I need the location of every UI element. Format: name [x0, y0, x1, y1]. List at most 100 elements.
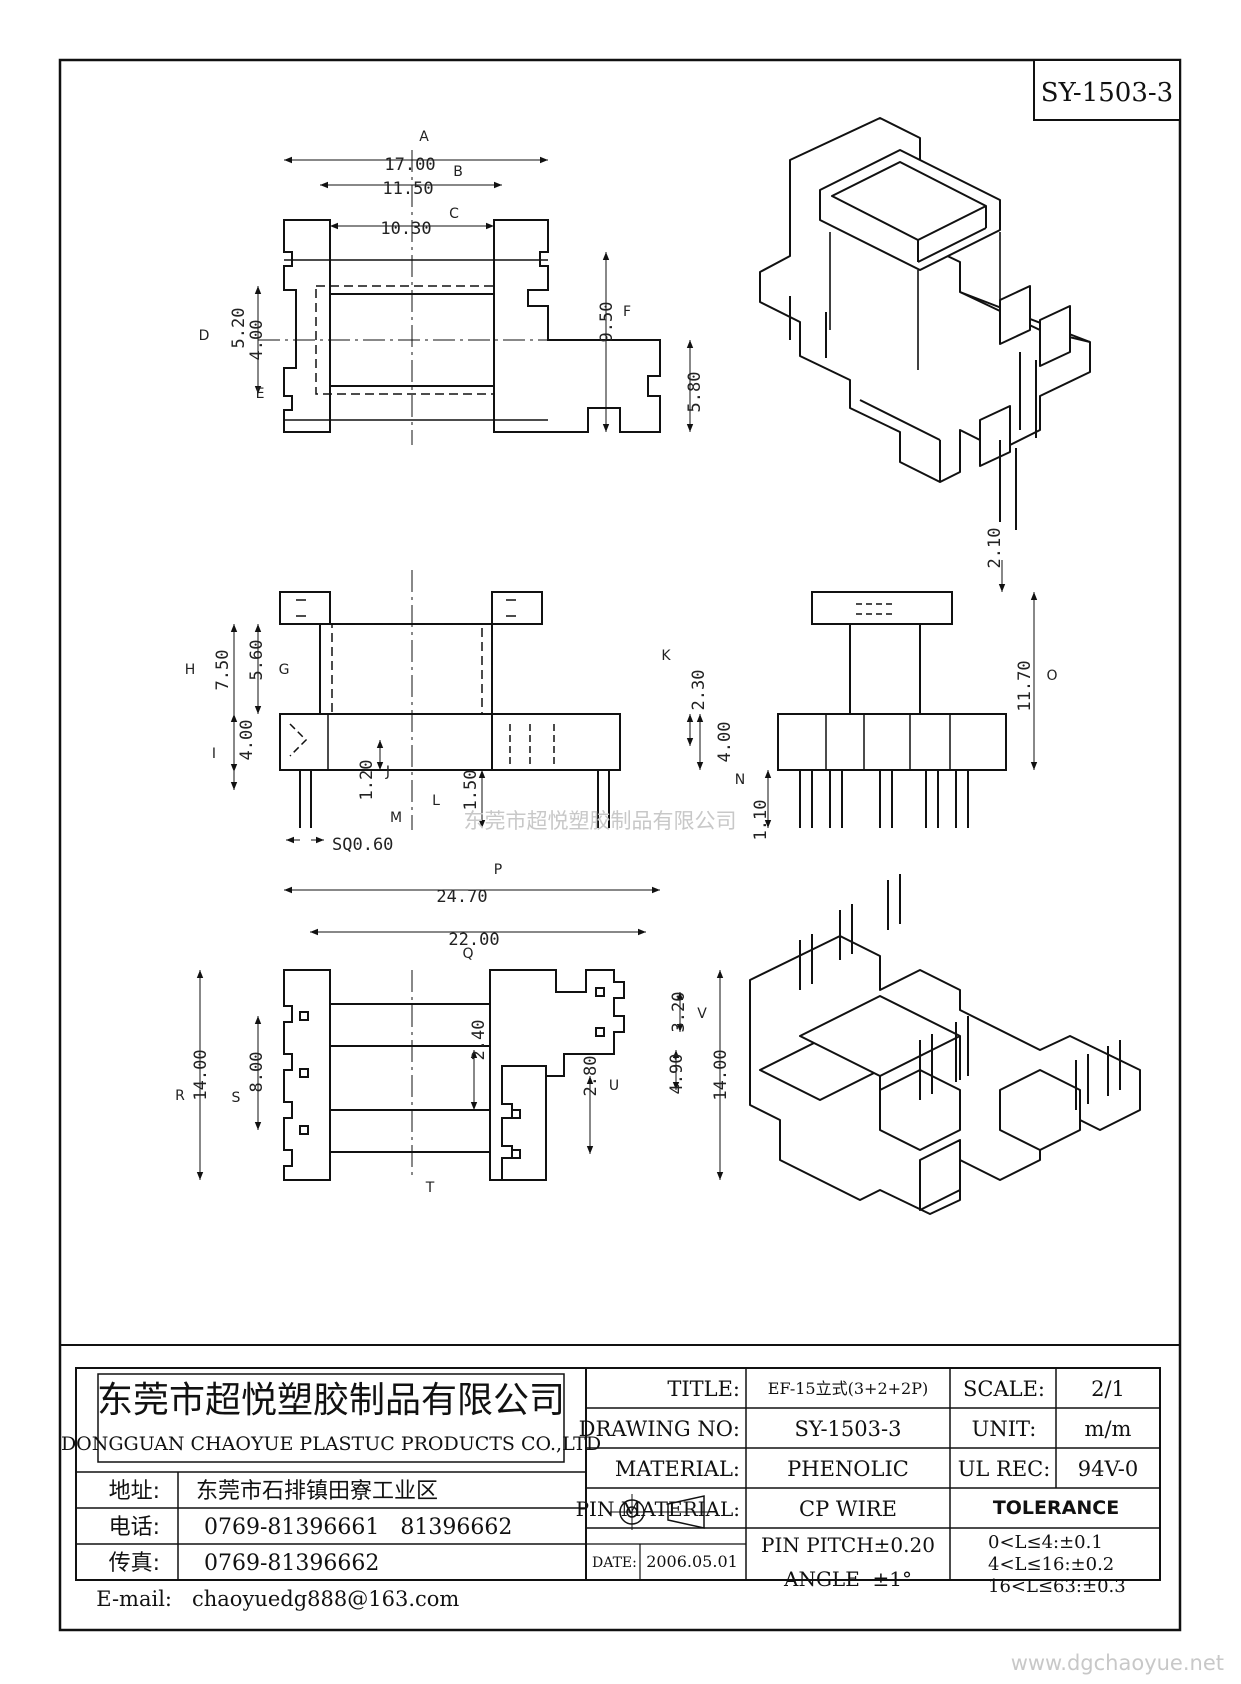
company-name-cn: 东莞市超悦塑胶制品有限公司: [97, 1380, 565, 1421]
email-row: E-mail: chaoyuedg888@163.com: [96, 1587, 459, 1611]
label-e: E: [256, 386, 265, 402]
company-name-en: DONGGUAN CHAOYUE PLASTUC PRODUCTS CO.,LT…: [61, 1433, 601, 1455]
label-u: U: [609, 1078, 619, 1094]
dim-i: 4.00: [237, 720, 257, 761]
dim-v: 3.20: [669, 992, 689, 1033]
title-value: EF-15立式(3+2+2P): [768, 1379, 928, 1398]
bottom-view-texts: 24.70 22.00 14.00 8.00 2.40 2.80 3.20 4.…: [175, 862, 731, 1196]
dim-o: 11.70: [1015, 660, 1035, 711]
fax-label: 传真:: [109, 1551, 160, 1576]
title-block: [75, 1367, 1161, 1581]
ul-value: 94V-0: [1078, 1457, 1138, 1481]
label-h: H: [185, 662, 196, 678]
dim-j: 1.20: [357, 760, 377, 801]
dim-n: 1.10: [751, 800, 771, 841]
label-s: S: [232, 1090, 241, 1106]
top-view-texts: 17.00 11.50 10.30 5.20 4.00 9.50 5.80 A …: [199, 129, 705, 412]
label-q: Q: [462, 946, 473, 962]
dim-2-10: 2.10: [985, 528, 1005, 569]
address-label: 地址:: [109, 1479, 160, 1504]
title-label: TITLE:: [667, 1377, 740, 1401]
bottom-view-dims: [196, 886, 724, 1180]
front-view: [279, 570, 621, 830]
scale-value: 2/1: [1091, 1377, 1125, 1401]
tolerance-3: 16<L≤63:±0.3: [988, 1576, 1126, 1597]
front-view-texts: 7.50 5.60 4.00 1.20 1.50 2.30 4.00 SQ0.6…: [185, 640, 735, 855]
dim-q: 22.00: [448, 930, 499, 950]
drawing-no-label: DRAWING NO:: [579, 1417, 740, 1441]
dim-g: 5.80: [685, 372, 705, 413]
unit-label: UNIT:: [972, 1417, 1037, 1441]
dim-g2: 5.60: [247, 640, 267, 681]
dim-d: 5.20: [229, 308, 249, 349]
isometric-view-bottom: [749, 874, 1141, 1215]
drawing-code: SY-1503-3: [1041, 78, 1173, 108]
material-value: PHENOLIC: [787, 1457, 909, 1481]
label-r: R: [175, 1088, 185, 1104]
side-view: [777, 591, 1007, 828]
top-view-dims: [254, 156, 694, 432]
isometric-view-top: [759, 117, 1091, 530]
date-value: 2006.05.01: [646, 1552, 738, 1571]
side-view-dims: [764, 560, 1038, 828]
label-t: T: [425, 1180, 435, 1196]
watermark-url: www.dgchaoyue.net: [1011, 1651, 1224, 1675]
pin-material-value: CP WIRE: [799, 1497, 897, 1521]
tel-value: 0769-81396661 81396662: [204, 1515, 512, 1540]
dim-sq: SQ0.60: [332, 835, 393, 855]
email-label: E-mail:: [96, 1587, 172, 1611]
projection-symbol-icon: [610, 1494, 716, 1530]
drawing-no-value: SY-1503-3: [795, 1417, 902, 1441]
dim-14-r: 14.00: [711, 1049, 731, 1100]
top-view: [258, 150, 661, 445]
tolerance-1: 0<L≤4:±0.1: [988, 1532, 1103, 1553]
label-g: G: [279, 662, 290, 678]
sheet-border: [58, 58, 1182, 1632]
tel-label: 电话:: [109, 1515, 160, 1540]
label-m: M: [390, 810, 402, 826]
dim-p: 24.70: [436, 887, 487, 907]
dim-2-40: 2.40: [469, 1020, 489, 1061]
side-view-texts: 2.10 11.70 1.10 N O: [735, 528, 1058, 841]
fax-value: 0769-81396662: [204, 1551, 379, 1576]
scale-label: SCALE:: [963, 1377, 1045, 1401]
label-k: K: [661, 648, 671, 664]
date-label: DATE:: [592, 1555, 637, 1571]
drawing-code-box: SY-1503-3: [1033, 59, 1181, 121]
pin-pitch: PIN PITCH±0.20: [761, 1533, 935, 1557]
dim-k: 2.30: [689, 670, 709, 711]
dim-s: 8.00: [247, 1052, 267, 1093]
dim-b: 11.50: [382, 179, 433, 199]
dim-l: 1.50: [461, 770, 481, 811]
dim-r: 14.00: [191, 1049, 211, 1100]
dim-f: 9.50: [597, 302, 617, 343]
label-i: I: [212, 746, 216, 762]
dim-h: 7.50: [213, 650, 233, 691]
dim-e: 4.00: [247, 320, 267, 361]
pin-material-label: PIN MATERIAL:: [576, 1497, 740, 1521]
title-block-texts: 东莞市超悦塑胶制品有限公司 DONGGUAN CHAOYUE PLASTUC P…: [61, 1377, 1138, 1597]
label-f: F: [623, 304, 631, 320]
dim-u: 2.80: [581, 1056, 601, 1097]
label-n: N: [735, 772, 745, 788]
label-j: J: [385, 764, 390, 780]
dim-k2: 4.00: [715, 722, 735, 763]
unit-value: m/m: [1085, 1417, 1132, 1441]
label-b: B: [453, 164, 463, 180]
label-v: V: [697, 1006, 707, 1022]
bottom-view: [283, 969, 625, 1181]
front-view-dims: [230, 624, 704, 844]
label-a: A: [419, 129, 429, 145]
material-label: MATERIAL:: [615, 1457, 740, 1481]
address-value: 东莞市石排镇田寮工业区: [196, 1479, 438, 1504]
email-value: chaoyuedg888@163.com: [192, 1587, 459, 1611]
label-l: L: [432, 793, 440, 809]
label-o: O: [1046, 668, 1057, 684]
angle: ANGLE ±1°: [783, 1567, 912, 1591]
label-p: P: [494, 862, 502, 878]
dim-a: 17.00: [384, 155, 435, 175]
tolerance-2: 4<L≤16:±0.2: [988, 1554, 1114, 1575]
label-c: C: [449, 206, 459, 222]
tolerance-label: TOLERANCE: [993, 1497, 1119, 1519]
